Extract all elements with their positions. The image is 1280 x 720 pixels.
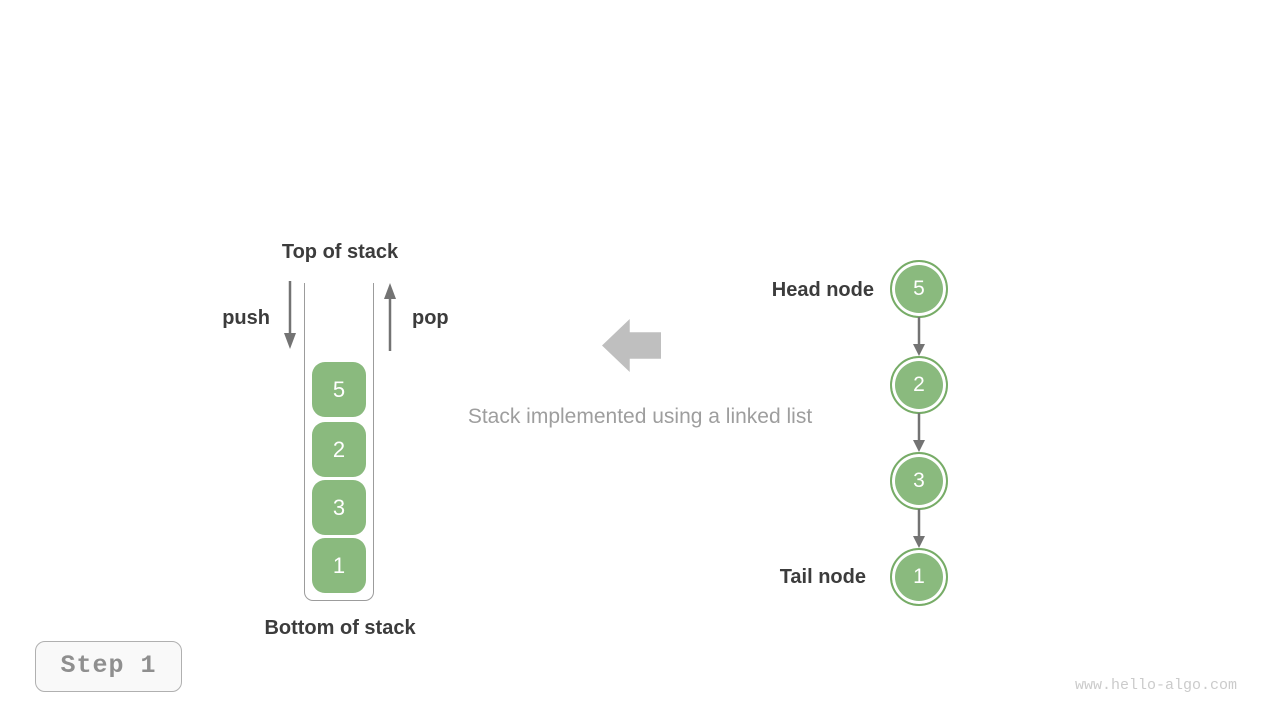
step-badge: Step 1	[35, 641, 182, 692]
pop-label: pop	[412, 307, 449, 329]
stack-container	[304, 283, 374, 601]
node-link-arrow-icon	[913, 317, 925, 356]
step-badge-label: Step 1	[60, 651, 157, 680]
linked-list-node: 1	[890, 548, 948, 606]
head-node-label: Head node	[771, 279, 874, 301]
figure-caption: Stack implemented using a linked list	[467, 405, 813, 428]
watermark: www.hello-algo.com	[1074, 677, 1237, 694]
stack-item: 1	[312, 538, 366, 593]
node-link-arrow-icon	[913, 413, 925, 452]
left-block-arrow-icon	[602, 319, 661, 372]
push-label: push	[222, 307, 270, 329]
linked-list-node: 2	[890, 356, 948, 414]
stack-item: 5	[312, 362, 366, 417]
stack-bottom-label: Bottom of stack	[264, 617, 416, 639]
linked-list-node: 5	[890, 260, 948, 318]
tail-node-label: Tail node	[779, 566, 866, 588]
node-link-arrow-icon	[913, 509, 925, 548]
push-down-arrow-icon	[284, 281, 296, 349]
stack-item: 2	[312, 422, 366, 477]
stack-top-label: Top of stack	[281, 241, 399, 263]
linked-list-node: 3	[890, 452, 948, 510]
pop-up-arrow-icon	[384, 283, 396, 351]
stack-item: 3	[312, 480, 366, 535]
